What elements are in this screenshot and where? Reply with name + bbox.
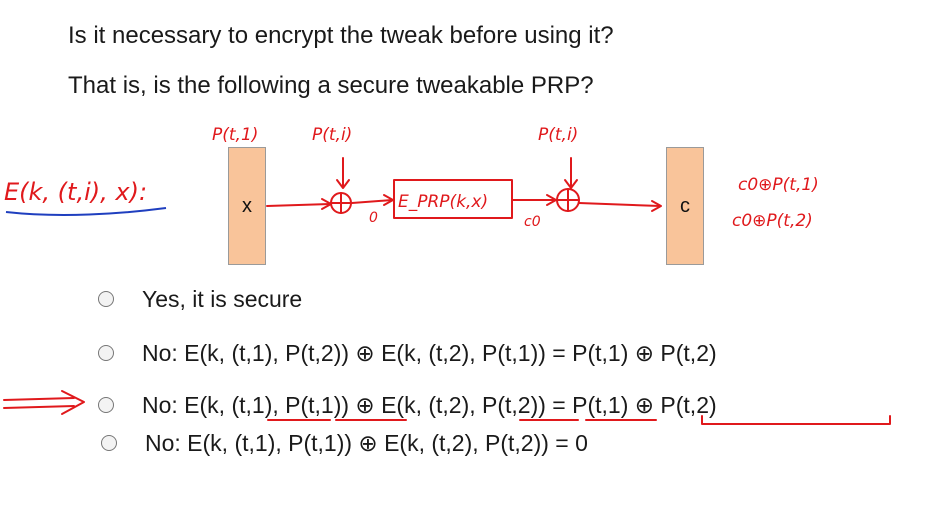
ink-output-line-2: c0⊕P(t,2) xyxy=(732,211,813,231)
ink-zero-mark: 0 xyxy=(369,210,378,226)
ink-arrowhead-down-right xyxy=(564,179,578,189)
question-line-2: That is, is the following a secure tweak… xyxy=(68,72,594,99)
ink-arrow-x-to-xor xyxy=(266,203,331,207)
option-no-c[interactable]: No: E(k, (t,1), P(t,1)) ⊕ E(k, (t,2), P(… xyxy=(101,428,588,458)
option-no-b[interactable]: No: E(k, (t,1), P(t,1)) ⊕ E(k, (t,2), P(… xyxy=(98,390,717,420)
ink-p-ti-left-label: P(t,i) xyxy=(312,125,352,145)
ink-xor-left-cross xyxy=(330,192,352,214)
ink-p-ti-right-label: P(t,i) xyxy=(538,125,578,145)
input-box-x: x xyxy=(228,147,266,265)
ink-arrow-xor-to-c xyxy=(578,202,661,207)
ink-output-line-1: c0⊕P(t,1) xyxy=(738,175,819,195)
option-label-1: Yes, it is secure xyxy=(142,285,303,312)
radio-button-3[interactable] xyxy=(98,397,114,413)
ink-pointer-arrow-shaft xyxy=(3,397,75,409)
option-label-4: No: E(k, (t,1), P(t,1)) ⊕ E(k, (t,2), P(… xyxy=(145,429,588,456)
ink-e-prp-label: E_PRP(k,x) xyxy=(398,192,488,212)
output-box-c: c xyxy=(666,147,704,265)
radio-button-2[interactable] xyxy=(98,345,114,361)
ink-e-prp-box xyxy=(393,179,513,219)
ink-p-t1-label: P(t,1) xyxy=(212,125,258,145)
ink-xor-right-cross xyxy=(556,188,580,212)
option-label-3: No: E(k, (t,1), P(t,1)) ⊕ E(k, (t,2), P(… xyxy=(142,391,717,418)
ink-pointer-arrowhead xyxy=(61,390,85,415)
radio-button-1[interactable] xyxy=(98,291,114,307)
option-yes-secure[interactable]: Yes, it is secure xyxy=(98,284,302,314)
ink-lhs-label: E(k, (t,i), x): xyxy=(4,178,147,206)
ink-arrowhead-down-left xyxy=(336,179,350,189)
ink-arrowhead-c xyxy=(651,200,662,212)
ink-blue-underline xyxy=(5,207,167,216)
ink-c0-mark: c0 xyxy=(524,214,541,230)
question-line-1: Is it necessary to encrypt the tweak bef… xyxy=(68,22,614,49)
option-label-2: No: E(k, (t,1), P(t,2)) ⊕ E(k, (t,2), P(… xyxy=(142,339,717,366)
option-no-a[interactable]: No: E(k, (t,1), P(t,2)) ⊕ E(k, (t,2), P(… xyxy=(98,338,717,368)
ink-underline-rhs xyxy=(701,415,891,425)
radio-button-4[interactable] xyxy=(101,435,117,451)
ink-arrow-xor-to-e xyxy=(351,199,393,204)
